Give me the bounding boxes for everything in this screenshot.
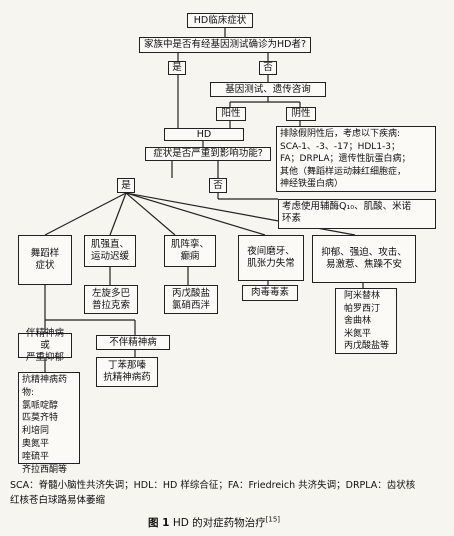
levodopa-pramipexole-box: 左旋多巴 普拉克索 [84,285,138,314]
botulinum-toxin-text: 肉毒毒素 [250,287,289,298]
depression-agitation-text: 抑郁、强迫、攻击、 易激惹、焦躁不安 [321,247,407,270]
genetic-test-box: 基因测试、遗传咨询 [210,82,326,97]
figure-caption: 图 1 HD 的对症药物治疗[15] [148,515,280,530]
rigidity-bradykinesia-text: 肌强直、 运动迟缓 [90,239,129,262]
function-impact-question-box: 症状是否严重到影响功能? [145,147,271,161]
negative-text: 阴性 [291,108,311,119]
yes-box-2: 是 [117,178,135,193]
myoclonus-epilepsy-box: 肌阵挛、 癫痫 [164,235,216,267]
yes-text-2: 是 [121,179,131,191]
myoclonus-epilepsy-text: 肌阵挛、 癫痫 [170,239,209,262]
depression-agitation-box: 抑郁、强迫、攻击、 易激惹、焦躁不安 [312,235,416,283]
antipsychotic-list-box: 抗精神病药物: 氯哌啶醇 匹莫齐特 利培同 奥氮平 喹硫平 齐拉西酮等 [18,372,80,475]
function-impact-question-text: 症状是否严重到影响功能? [153,148,263,159]
antidepressant-list-box: 阿米替林 帕罗西汀 舍曲林 米氮平 丙戊酸盐等 [335,288,397,354]
negative-box: 阴性 [286,107,316,121]
supplement-consideration-text: 考虑使用辅酶Q₁₀、肌酸、米诺 环素 [282,201,412,224]
levodopa-pramipexole-text: 左旋多巴 普拉克索 [91,287,130,311]
yes-text-1: 是 [172,62,182,73]
with-psychosis-text: 伴精神病或 严重抑郁 [25,327,64,363]
without-psychosis-box: 不伴精神病 [96,335,170,350]
negative-differential-text: 排除假阴性后，考虑以下疾病: SCA-1、-3、-17；HDL1-3； FA；D… [280,129,411,189]
abbreviation-footnote: SCA：脊髓小脑性共济失调；HDL：HD 样综合征；FA：Friedreich … [10,480,416,506]
no-box-1: 否 [259,61,277,75]
antidepressant-list-text: 阿米替林 帕罗西汀 舍曲林 米氮平 丙戊酸盐等 [344,291,390,351]
figure-caption-ref: [15] [265,515,281,524]
chorea-symptom-box: 舞蹈样 症状 [18,235,72,285]
valproate-clonazepam-text: 丙戊酸盐 氯硝西泮 [171,287,210,311]
family-history-question-box: 家族中是否有经基因测试确诊为HD者? [139,37,311,53]
antipsychotic-list-text: 抗精神病药物: 氯哌啶醇 匹莫齐特 利培同 奥氮平 喹硫平 齐拉西酮等 [22,375,68,475]
with-psychosis-box: 伴精神病或 严重抑郁 [18,328,72,363]
genetic-test-text: 基因测试、遗传咨询 [225,83,311,95]
family-history-question-text: 家族中是否有经基因测试确诊为HD者? [143,39,306,50]
figure-caption-label: 图 1 [148,517,170,529]
negative-differential-box: 排除假阴性后，考虑以下疾病: SCA-1、-3、-17；HDL1-3； FA；D… [276,126,436,192]
rigidity-bradykinesia-box: 肌强直、 运动迟缓 [84,235,136,267]
tetrabenazine-box: 丁苯那嗪 抗精神病药 [96,357,158,387]
positive-text: 阳性 [221,108,241,119]
chorea-symptom-text: 舞蹈样 症状 [30,248,60,271]
supplement-consideration-box: 考虑使用辅酶Q₁₀、肌酸、米诺 环素 [278,199,436,229]
yes-box-1: 是 [168,61,186,75]
bruxism-dystonia-box: 夜间磨牙、 肌张力失常 [238,235,304,281]
valproate-clonazepam-box: 丙戊酸盐 氯硝西泮 [164,285,218,314]
without-psychosis-text: 不伴精神病 [109,336,157,348]
tetrabenazine-text: 丁苯那嗪 抗精神病药 [103,360,151,383]
bruxism-dystonia-text: 夜间磨牙、 肌张力失常 [247,246,295,269]
hd-clinical-symptoms-box: HD临床症状 [187,13,253,28]
hd-box: HD [164,128,244,141]
figure-caption-text: HD 的对症药物治疗 [172,517,266,529]
botulinum-toxin-box: 肉毒毒素 [242,285,298,301]
hd-text: HD [196,128,212,140]
no-text-2: 否 [213,179,223,191]
no-text-1: 否 [263,62,273,73]
no-box-2: 否 [209,178,227,193]
hd-clinical-symptoms-text: HD临床症状 [193,14,247,26]
positive-box: 阳性 [216,107,246,121]
